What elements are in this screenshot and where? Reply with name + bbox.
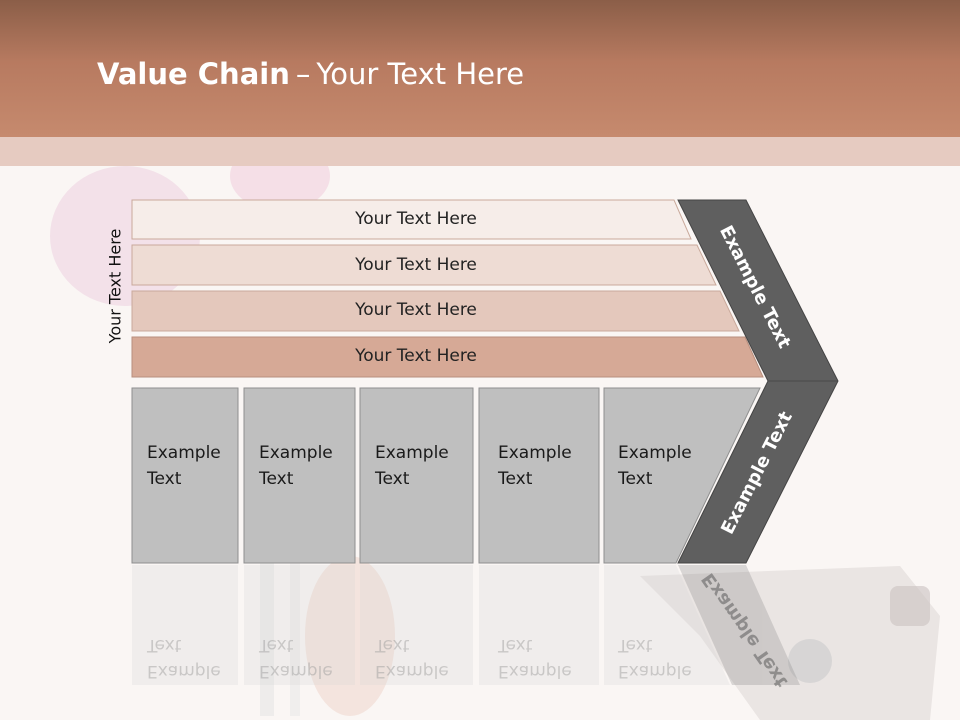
support-bar-4-label: Your Text Here	[355, 346, 477, 366]
primary-column-4	[478, 387, 600, 564]
side-label-text: Your Text Here	[105, 228, 125, 344]
column-label-line2: Text	[498, 469, 533, 489]
title-bold: Value Chain	[97, 57, 290, 91]
header-bar	[0, 0, 960, 137]
primary-column-3	[359, 387, 474, 564]
reflection-line: Example	[498, 661, 572, 681]
primary-column-5-label: Example Text	[618, 440, 692, 492]
reflection-line: Example	[375, 661, 449, 681]
column-label-line2: Text	[259, 469, 294, 489]
support-bar-2	[131, 244, 717, 286]
reflection-line: Text	[259, 635, 294, 655]
diagram-reflection	[132, 565, 800, 685]
support-bar-3	[131, 290, 740, 332]
column-label-line1: Example	[618, 443, 692, 463]
side-label: Your Text Here	[101, 220, 129, 352]
reflection-line: Text	[618, 635, 653, 655]
reflection-line: Example	[147, 661, 221, 681]
support-bar-3-label: Your Text Here	[355, 300, 477, 320]
reflection-line: Text	[147, 635, 182, 655]
column-label-line1: Example	[498, 443, 572, 463]
reflection-label-3: Example Text	[375, 632, 449, 684]
support-bar-4	[131, 336, 764, 378]
primary-column-4-label: Example Text	[498, 440, 572, 492]
column-label-line2: Text	[618, 469, 653, 489]
column-label-line1: Example	[147, 443, 221, 463]
reflection-line: Example	[618, 661, 692, 681]
reflection-label-2: Example Text	[259, 632, 333, 684]
primary-column-1-label: Example Text	[147, 440, 221, 492]
support-bar-1	[131, 199, 692, 240]
reflection-line: Text	[498, 635, 533, 655]
title-rest: Your Text Here	[316, 57, 525, 91]
column-label-line2: Text	[375, 469, 410, 489]
primary-column-2-label: Example Text	[259, 440, 333, 492]
support-bar-2-label: Your Text Here	[355, 255, 477, 275]
support-bar-1-label: Your Text Here	[355, 209, 477, 229]
title-dash: –	[295, 57, 311, 91]
reflection-line: Text	[375, 635, 410, 655]
reflection-label-4: Example Text	[498, 632, 572, 684]
background-photo	[50, 166, 940, 720]
column-label-line2: Text	[147, 469, 182, 489]
primary-column-1	[131, 387, 239, 564]
column-label-line1: Example	[375, 443, 449, 463]
reflection-line: Example	[259, 661, 333, 681]
page-title: Value Chain–Your Text Here	[97, 54, 524, 94]
header-band	[0, 137, 960, 166]
column-label-line1: Example	[259, 443, 333, 463]
primary-column-3-label: Example Text	[375, 440, 449, 492]
reflection-label-5: Example Text	[618, 632, 692, 684]
primary-column-5	[603, 387, 761, 564]
primary-column-2	[243, 387, 356, 564]
reflection-label-1: Example Text	[147, 632, 221, 684]
